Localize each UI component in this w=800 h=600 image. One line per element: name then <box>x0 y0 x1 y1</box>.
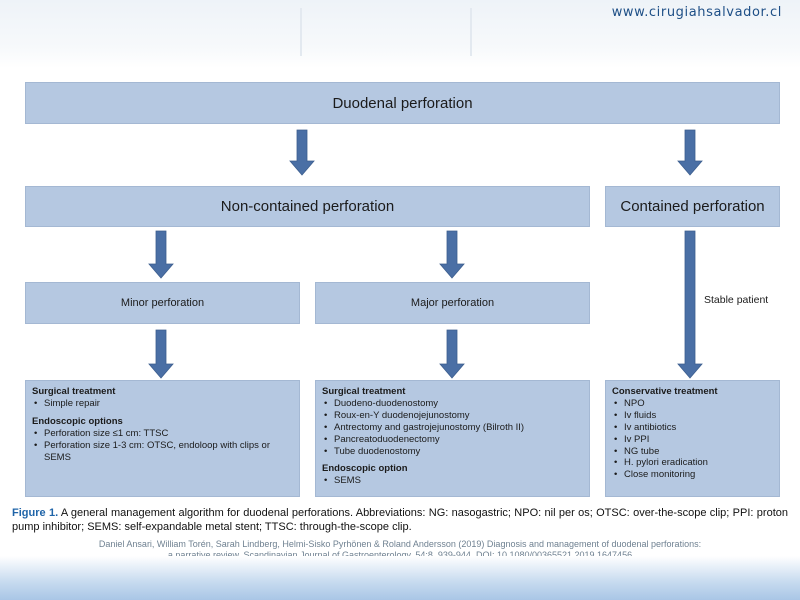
header-stripe <box>470 8 472 56</box>
arrow-root-to-contained <box>677 129 703 176</box>
minor-surgical-heading: Surgical treatment <box>32 386 116 397</box>
list-item: Pancreatoduodenectomy <box>322 434 583 446</box>
list-item: Duodeno-duodenostomy <box>322 398 583 410</box>
list-item: Iv antibiotics <box>612 422 773 434</box>
list-item: Close monitoring <box>612 469 773 481</box>
box-minor-perforation: Minor perforation <box>25 282 300 324</box>
figure-caption-text: A general management algorithm for duode… <box>12 507 788 533</box>
major-treatment-box: Surgical treatment Duodeno-duodenostomy … <box>315 380 590 497</box>
list-item: Perforation size ≤1 cm: TTSC <box>32 428 293 440</box>
list-item: Iv PPI <box>612 434 773 446</box>
header-stripe <box>300 8 302 56</box>
arrow-contained-to-detail <box>677 230 703 379</box>
list-item: Tube duodenostomy <box>322 446 583 458</box>
stable-patient-label: Stable patient <box>704 294 769 306</box>
header-band <box>0 0 800 68</box>
major-surgical-heading: Surgical treatment <box>322 386 406 397</box>
list-item: NG tube <box>612 446 773 458</box>
list-item: H. pylori eradication <box>612 457 773 469</box>
list-item: Roux-en-Y duodenojejunostomy <box>322 410 583 422</box>
conservative-list: NPO Iv fluids Iv antibiotics Iv PPI NG t… <box>612 398 773 481</box>
major-endoscopic-list: SEMS <box>322 475 583 487</box>
list-item: Perforation size 1-3 cm: OTSC, endoloop … <box>32 440 293 464</box>
arrow-minor-to-detail <box>148 329 174 379</box>
figure-label: Figure 1. <box>12 507 59 519</box>
citation-line-1: Daniel Ansari, William Torén, Sarah Lind… <box>98 539 702 549</box>
list-item: Simple repair <box>32 398 293 410</box>
arrow-noncontained-to-major <box>439 230 465 279</box>
box-non-contained-label: Non-contained perforation <box>220 198 395 215</box>
figure-caption: Figure 1. A general management algorithm… <box>12 506 788 534</box>
conservative-treatment-box: Conservative treatment NPO Iv fluids Iv … <box>605 380 780 497</box>
minor-surgical-list: Simple repair <box>32 398 293 410</box>
box-major-perforation: Major perforation <box>315 282 590 324</box>
arrow-noncontained-to-minor <box>148 230 174 279</box>
footer-band <box>0 556 800 600</box>
site-url[interactable]: www.cirugiahsalvador.cl <box>611 5 782 20</box>
minor-endoscopic-heading: Endoscopic options <box>32 415 123 427</box>
arrow-root-to-noncontained <box>289 129 315 176</box>
box-duodenal-perforation: Duodenal perforation <box>25 82 780 124</box>
list-item: NPO <box>612 398 773 410</box>
conservative-heading: Conservative treatment <box>612 386 718 397</box>
box-contained-label: Contained perforation <box>620 198 765 215</box>
list-item: Antrectomy and gastrojejunostomy (Bilrot… <box>322 422 583 434</box>
citation-line-2: a narrative review, Scandinavian Journal… <box>167 550 633 560</box>
major-surgical-list: Duodeno-duodenostomy Roux-en-Y duodenoje… <box>322 398 583 458</box>
citation-reference: Daniel Ansari, William Torén, Sarah Lind… <box>0 539 800 561</box>
box-minor-label: Minor perforation <box>120 297 205 309</box>
box-contained-perforation: Contained perforation <box>605 186 780 227</box>
minor-treatment-box: Surgical treatment Simple repair Endosco… <box>25 380 300 497</box>
box-duodenal-perforation-label: Duodenal perforation <box>332 94 473 112</box>
major-endoscopic-heading: Endoscopic option <box>322 463 408 475</box>
box-major-label: Major perforation <box>410 297 495 309</box>
list-item: SEMS <box>322 475 583 487</box>
box-non-contained-perforation: Non-contained perforation <box>25 186 590 227</box>
arrow-major-to-detail <box>439 329 465 379</box>
minor-endoscopic-list: Perforation size ≤1 cm: TTSC Perforation… <box>32 428 293 464</box>
list-item: Iv fluids <box>612 410 773 422</box>
